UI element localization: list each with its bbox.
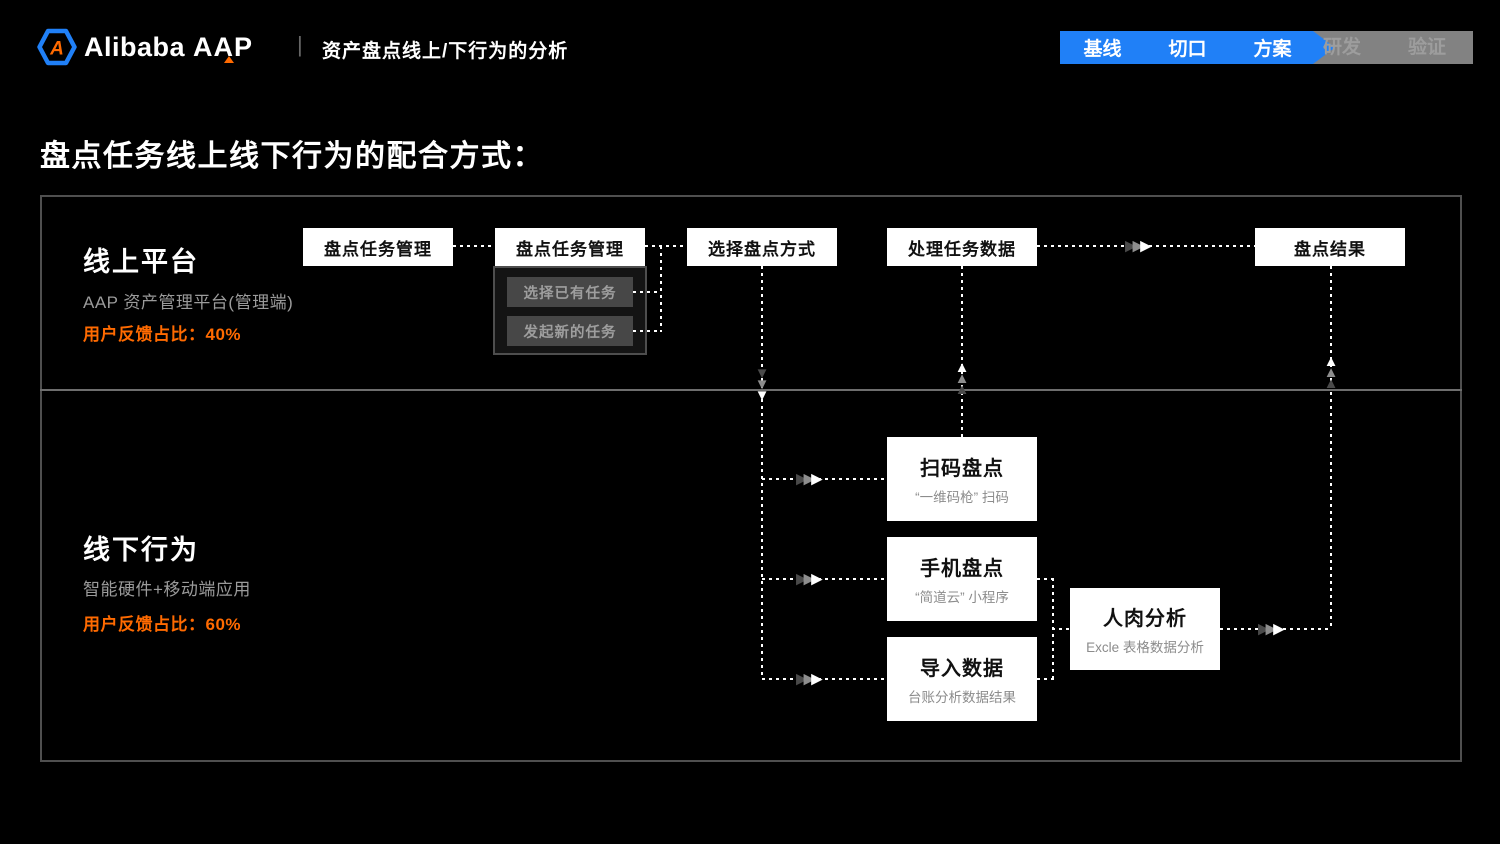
online-section-title: 线上平台	[83, 247, 199, 277]
arrow-right-icon: ▶▶▶	[1258, 620, 1284, 638]
node-task-mgmt-a: 盘点任务管理	[303, 228, 453, 266]
node-import-subtitle: 台账分析数据结果	[908, 690, 1016, 705]
node-process-data: 处理任务数据	[887, 228, 1037, 266]
offline-section-subtitle: 智能硬件+移动端应用	[83, 580, 251, 599]
arrow-right-icon: ▶▶▶	[796, 470, 822, 488]
connector-manual-out	[1220, 628, 1330, 630]
offline-section-title: 线下行为	[83, 535, 199, 565]
connector-sub-new	[633, 330, 661, 332]
arrow-up-icon: ▲▲▲	[1323, 353, 1339, 392]
connector-process-to-result	[1037, 245, 1255, 247]
node-task-mgmt-b: 盘点任务管理	[495, 228, 645, 266]
arrow-right-icon: ▶▶▶	[796, 570, 822, 588]
arrow-up-icon: ▲▲▲	[954, 359, 970, 398]
tab-baseline[interactable]: 基线	[1083, 39, 1122, 60]
connector-scan-up	[961, 266, 963, 437]
header-subtitle: 资产盘点线上/下行为的分析	[322, 41, 569, 62]
node-manual: 人肉分析 Excle 表格数据分析	[1070, 588, 1220, 670]
connector-to-phone	[762, 578, 887, 580]
tab-cut[interactable]: 切口	[1168, 39, 1207, 60]
nav-active-track: 基线 切口 方案	[1060, 31, 1335, 64]
node-scan: 扫码盘点 “一维码枪” 扫码	[887, 437, 1037, 521]
node-manual-title: 人肉分析	[1103, 608, 1187, 630]
node-sub-existing-task: 选择已有任务	[507, 277, 633, 307]
node-scan-title: 扫码盘点	[920, 458, 1004, 480]
node-phone-title: 手机盘点	[920, 558, 1004, 580]
section-divider	[40, 389, 1462, 391]
brand-name: Alibaba	[84, 31, 186, 62]
arrow-right-icon: ▶▶▶	[1125, 237, 1151, 255]
tab-dev[interactable]: 研发	[1323, 37, 1362, 58]
node-import-title: 导入数据	[920, 658, 1004, 680]
header-separator: |	[297, 32, 303, 57]
node-phone: 手机盘点 “简道云” 小程序	[887, 537, 1037, 621]
node-result: 盘点结果	[1255, 228, 1405, 266]
connector-a-to-b	[453, 245, 495, 247]
arrow-right-icon: ▶▶▶	[796, 670, 822, 688]
brand: Alibaba AAP	[84, 27, 253, 67]
logo-letter: A	[49, 39, 64, 60]
node-scan-subtitle: “一维码枪” 扫码	[915, 490, 1009, 505]
node-phone-subtitle: “简道云” 小程序	[915, 590, 1009, 605]
alibaba-logo-icon: A	[37, 28, 77, 66]
node-select-method: 选择盘点方式	[687, 228, 837, 266]
connector-b-to-select	[645, 245, 687, 247]
tab-verify[interactable]: 验证	[1408, 37, 1447, 58]
connector-phone-stub	[1037, 578, 1054, 580]
connector-sub-existing	[633, 291, 661, 293]
brand-accent-icon	[224, 56, 234, 63]
connector-into-manual	[1052, 628, 1070, 630]
connector-import-stub	[1037, 678, 1054, 680]
brand-product: AAP	[193, 31, 254, 62]
online-feedback-stat: 用户反馈占比：40%	[83, 325, 242, 344]
node-import: 导入数据 台账分析数据结果	[887, 637, 1037, 721]
tab-plan[interactable]: 方案	[1253, 39, 1292, 60]
connector-result-up	[1330, 266, 1332, 629]
connector-to-import	[762, 678, 887, 680]
diagram-frame	[40, 195, 1462, 762]
online-section-subtitle: AAP 资产管理平台(管理端)	[83, 293, 294, 312]
arrow-down-icon: ▼▼▼	[754, 365, 770, 404]
offline-feedback-stat: 用户反馈占比：60%	[83, 615, 242, 634]
connector-to-scan	[762, 478, 887, 480]
connector-sub-bracket	[660, 246, 662, 332]
page-title: 盘点任务线上线下行为的配合方式：	[40, 140, 544, 173]
connector-select-down	[761, 266, 763, 679]
node-sub-new-task: 发起新的任务	[507, 316, 633, 346]
node-manual-subtitle: Excle 表格数据分析	[1086, 640, 1204, 655]
